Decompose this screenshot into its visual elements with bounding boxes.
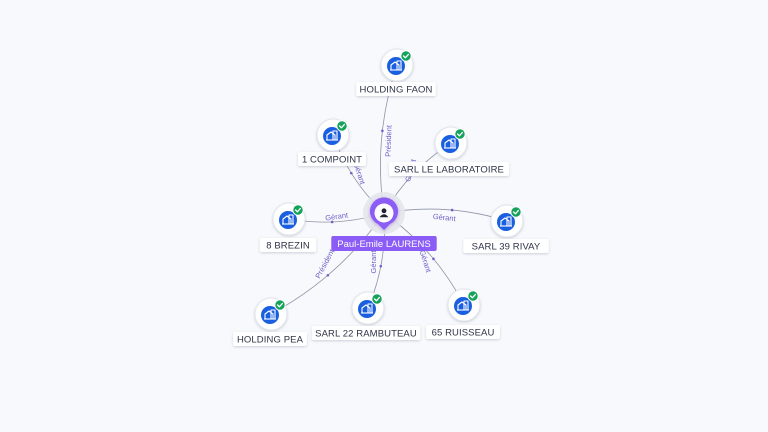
company-label[interactable]: 8 BREZIN	[259, 238, 317, 252]
verified-check-icon	[371, 293, 383, 305]
company-label[interactable]: HOLDING FAON	[356, 82, 436, 96]
verified-check-icon	[467, 290, 479, 302]
company-node-sarl-22-rambuteau[interactable]: SARL 22 RAMBUTEAU	[311, 291, 421, 340]
verified-check-icon	[274, 299, 286, 311]
company-name: HOLDING FAON	[360, 85, 433, 96]
edge-label: Gérant	[432, 212, 457, 223]
edge-arrow-icon	[330, 220, 334, 224]
building-icon	[264, 309, 276, 320]
building-icon	[361, 303, 373, 314]
edge-arrow-icon	[326, 273, 330, 277]
company-name: 1 COMPOINT	[302, 155, 362, 166]
building-icon	[444, 138, 456, 149]
company-name: SARL LE LABORATOIRE	[394, 165, 504, 176]
building-icon	[326, 130, 338, 141]
verified-check-icon	[510, 206, 522, 218]
company-node-65-ruisseau[interactable]: 65 RUISSEAU	[426, 288, 500, 339]
company-label[interactable]: SARL LE LABORATOIRE	[388, 162, 510, 176]
company-label[interactable]: SARL 39 RIVAY	[463, 239, 549, 253]
edge-label: Président	[383, 124, 393, 157]
verified-check-icon	[454, 128, 466, 140]
company-node-holding-faon[interactable]: HOLDING FAON	[356, 48, 436, 96]
edge-arrow-icon	[379, 264, 383, 268]
building-icon	[500, 216, 512, 227]
person-name: Paul-Emile LAURENS	[337, 239, 430, 250]
company-label[interactable]: 65 RUISSEAU	[426, 325, 500, 339]
person-node[interactable]: Paul-Emile LAURENS	[331, 192, 437, 251]
verified-check-icon	[292, 204, 304, 216]
edge-arrow-icon	[432, 257, 435, 261]
company-name: HOLDING PEA	[237, 335, 304, 346]
verified-check-icon	[400, 50, 412, 62]
company-name: 65 RUISSEAU	[432, 328, 495, 339]
edge-arrow-icon	[381, 129, 384, 133]
edge-label: Gérant	[325, 210, 350, 222]
company-label[interactable]: SARL 22 RAMBUTEAU	[311, 326, 421, 340]
company-node-sarl-le-laboratoire[interactable]: SARL LE LABORATOIRE	[388, 126, 510, 176]
company-name: 8 BREZIN	[266, 241, 310, 252]
building-icon	[282, 214, 294, 225]
company-node-8-brezin[interactable]: 8 BREZIN	[259, 202, 317, 252]
edge-label: Gérant	[418, 249, 434, 274]
edge-arrow-icon	[450, 208, 454, 212]
edge-arrow-icon	[350, 171, 353, 175]
company-node-1-compoint[interactable]: 1 COMPOINT	[298, 118, 366, 166]
company-name: SARL 22 RAMBUTEAU	[315, 329, 417, 340]
company-name: SARL 39 RIVAY	[472, 242, 541, 253]
company-label[interactable]: HOLDING PEA	[233, 332, 307, 346]
building-icon	[390, 60, 402, 71]
edge-label: Président	[313, 247, 336, 280]
person-icon	[379, 208, 389, 218]
building-icon	[457, 300, 469, 311]
verified-check-icon	[336, 120, 348, 132]
person-label[interactable]: Paul-Emile LAURENS	[331, 236, 437, 251]
company-label[interactable]: 1 COMPOINT	[298, 152, 366, 166]
edge-label: Gérant	[369, 250, 378, 274]
company-node-holding-pea[interactable]: HOLDING PEA	[233, 297, 307, 346]
company-node-sarl-39-rivay[interactable]: SARL 39 RIVAY	[463, 204, 549, 253]
